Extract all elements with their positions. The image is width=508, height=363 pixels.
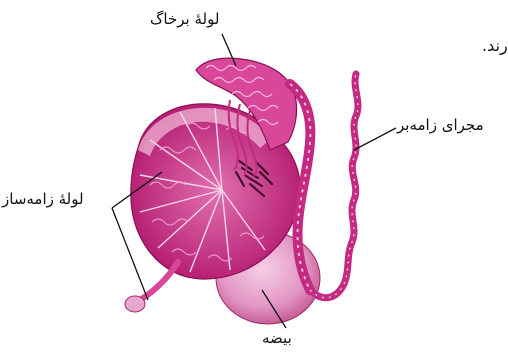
- label-seminiferous-tubule: لولهٔ زامه‌ساز: [2, 190, 84, 208]
- label-vas-deferens: مجرای زامه‌بر: [397, 116, 484, 134]
- label-testis: بیضه: [262, 329, 292, 347]
- cut-off-text: رند.: [482, 36, 508, 55]
- duct-cut-end: [125, 296, 145, 312]
- label-epididymis-tube: لولهٔ برخاگ: [150, 10, 219, 28]
